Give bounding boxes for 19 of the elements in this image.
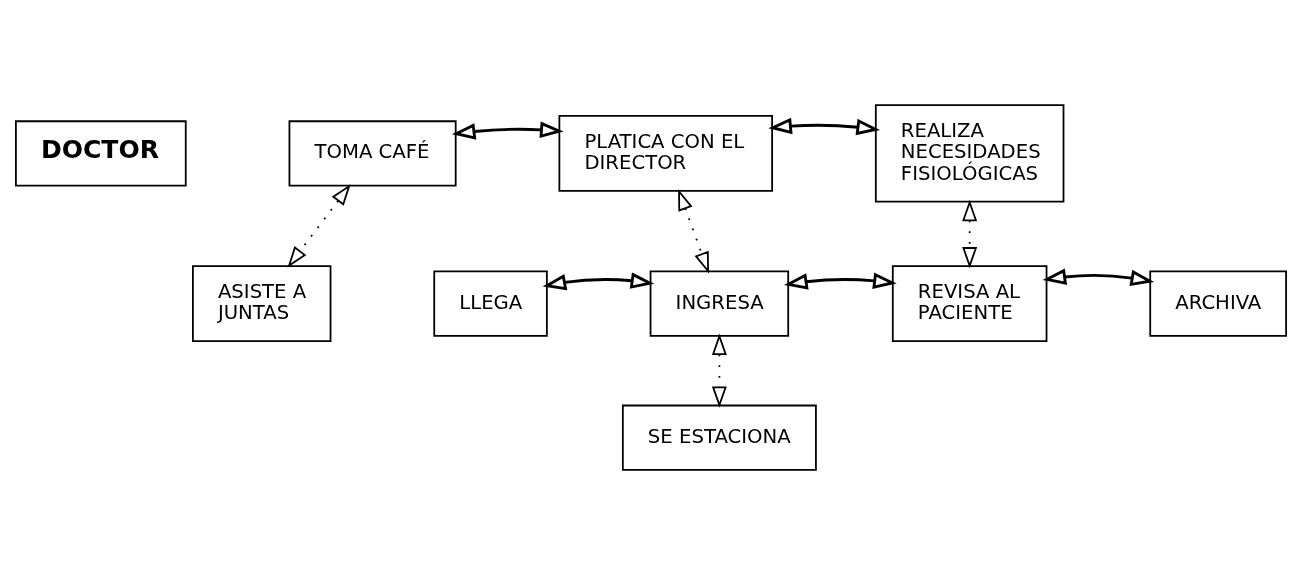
arrow xyxy=(711,333,727,408)
arrow xyxy=(451,121,564,140)
node-box: PLATICA CON EL DIRECTOR xyxy=(558,114,773,192)
node-box: REALIZA NECESIDADES FISIOLÓGICAS xyxy=(874,103,1065,203)
node-box: SE ESTACIONA xyxy=(621,404,817,471)
arrow xyxy=(542,271,655,290)
node-box: INGRESA xyxy=(649,270,790,337)
node-box: LLEGA xyxy=(433,270,548,337)
node-box: DOCTOR xyxy=(15,119,187,186)
arrow xyxy=(287,183,351,268)
arrow xyxy=(962,199,978,269)
arrow xyxy=(784,272,897,290)
node-box: REVISA AL PACIENTE xyxy=(891,264,1048,342)
arrow xyxy=(1042,268,1155,286)
node-box: ARCHIVA xyxy=(1149,270,1287,337)
node-box: ASISTE A JUNTAS xyxy=(192,264,332,342)
arrow xyxy=(678,188,709,273)
arrow xyxy=(768,117,881,135)
node-box: TOMA CAFÉ xyxy=(288,119,457,186)
